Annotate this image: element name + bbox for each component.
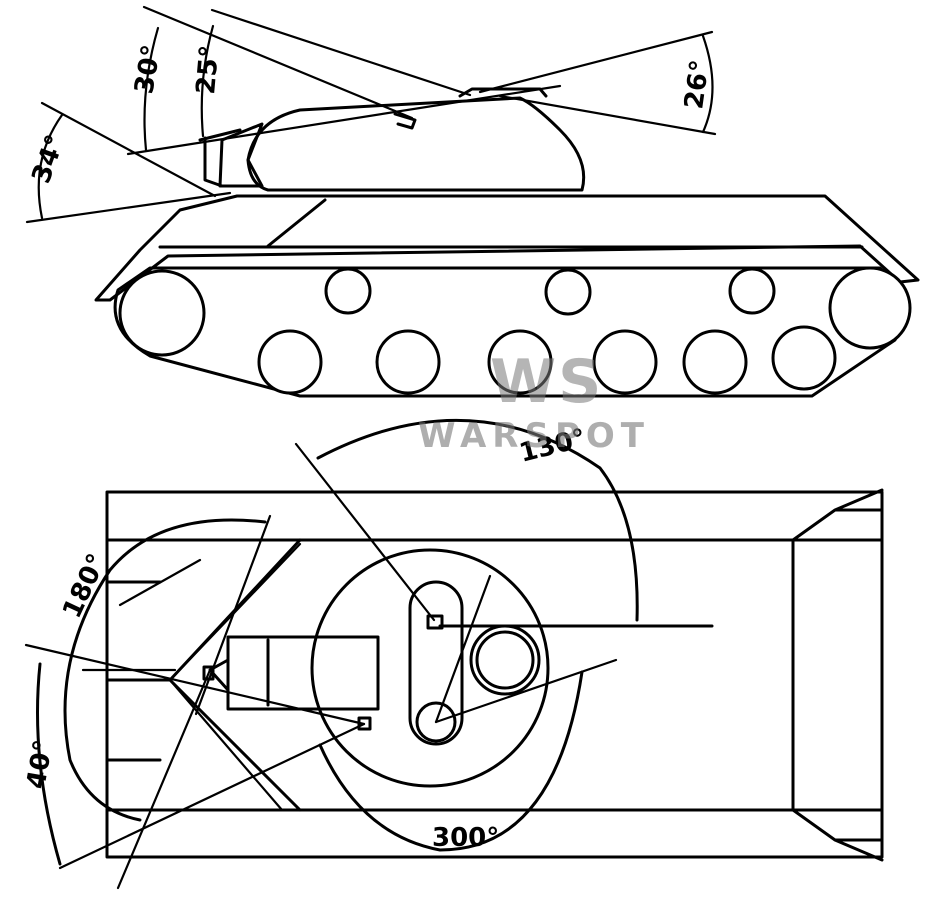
angle-label-26: 26°: [679, 58, 716, 111]
hull-outline: [105, 490, 884, 859]
angle-label-40: 40°: [21, 738, 59, 792]
return-roller: [728, 267, 776, 315]
road-wheel: [257, 329, 323, 395]
drive-sprocket: [118, 269, 206, 357]
loader-hatch: [415, 701, 457, 743]
road-wheel: [592, 329, 658, 395]
turret-ring: [310, 548, 550, 788]
watermark-brand: WARSPOT: [418, 416, 650, 456]
sight-line-40a: [24, 643, 366, 726]
elevation-line-34: [40, 101, 217, 198]
cupola-inner: [475, 630, 535, 690]
depression-line: [25, 191, 232, 224]
rear-deck: [791, 488, 884, 862]
sight-line-cupola: [434, 574, 492, 724]
top-view: 130° 180° 40° 300°: [21, 418, 884, 890]
return-roller: [324, 267, 372, 315]
road-wheel: [375, 329, 441, 395]
arc-26: [701, 34, 714, 134]
angle-label-25: 25°: [191, 44, 225, 96]
sight-line-300: [434, 658, 618, 724]
front-wedge: [106, 538, 302, 812]
arc-30: [143, 26, 160, 152]
sight-line-180b: [116, 668, 212, 890]
road-wheel: [771, 325, 837, 391]
arc-300: [318, 670, 584, 852]
gun-axis-line: [126, 84, 562, 156]
sight-line-130: [294, 442, 436, 622]
return-roller: [544, 268, 592, 316]
arc-130: [316, 418, 639, 622]
elevation-line-25: [210, 8, 472, 97]
angle-label-30: 30°: [129, 43, 167, 97]
sight-line-wedge: [168, 542, 302, 812]
idler-wheel: [828, 266, 912, 350]
arc-40: [36, 662, 62, 866]
turret: [246, 96, 586, 192]
periscope-top: [426, 614, 444, 630]
cupola-top: [469, 624, 541, 696]
gun-mantlet: [218, 122, 264, 188]
arc-180: [63, 518, 267, 822]
gun-barrel: [198, 128, 242, 188]
rear-line-lower: [498, 94, 717, 136]
road-wheel: [487, 329, 553, 395]
rear-line-upper: [478, 30, 714, 94]
road-wheel: [682, 329, 748, 395]
cupola: [458, 87, 548, 98]
hatch-slot: [408, 580, 464, 746]
watermark: WS WARSPOT: [418, 347, 650, 456]
hull-front-plate-line: [266, 198, 327, 248]
arc-34: [37, 113, 64, 220]
periscope: [393, 112, 417, 130]
sight-line-40b: [58, 722, 366, 870]
watermark-logo: WS: [490, 347, 603, 417]
arc-25: [200, 24, 215, 138]
angle-label-34: 34°: [26, 131, 71, 187]
hull-side-line: [298, 538, 795, 812]
angle-label-180: 180°: [57, 549, 113, 623]
angle-label-300: 300°: [432, 823, 499, 853]
side-view: 34° 30° 25° 26°: [25, 5, 920, 398]
elevation-line-30: [142, 5, 414, 120]
